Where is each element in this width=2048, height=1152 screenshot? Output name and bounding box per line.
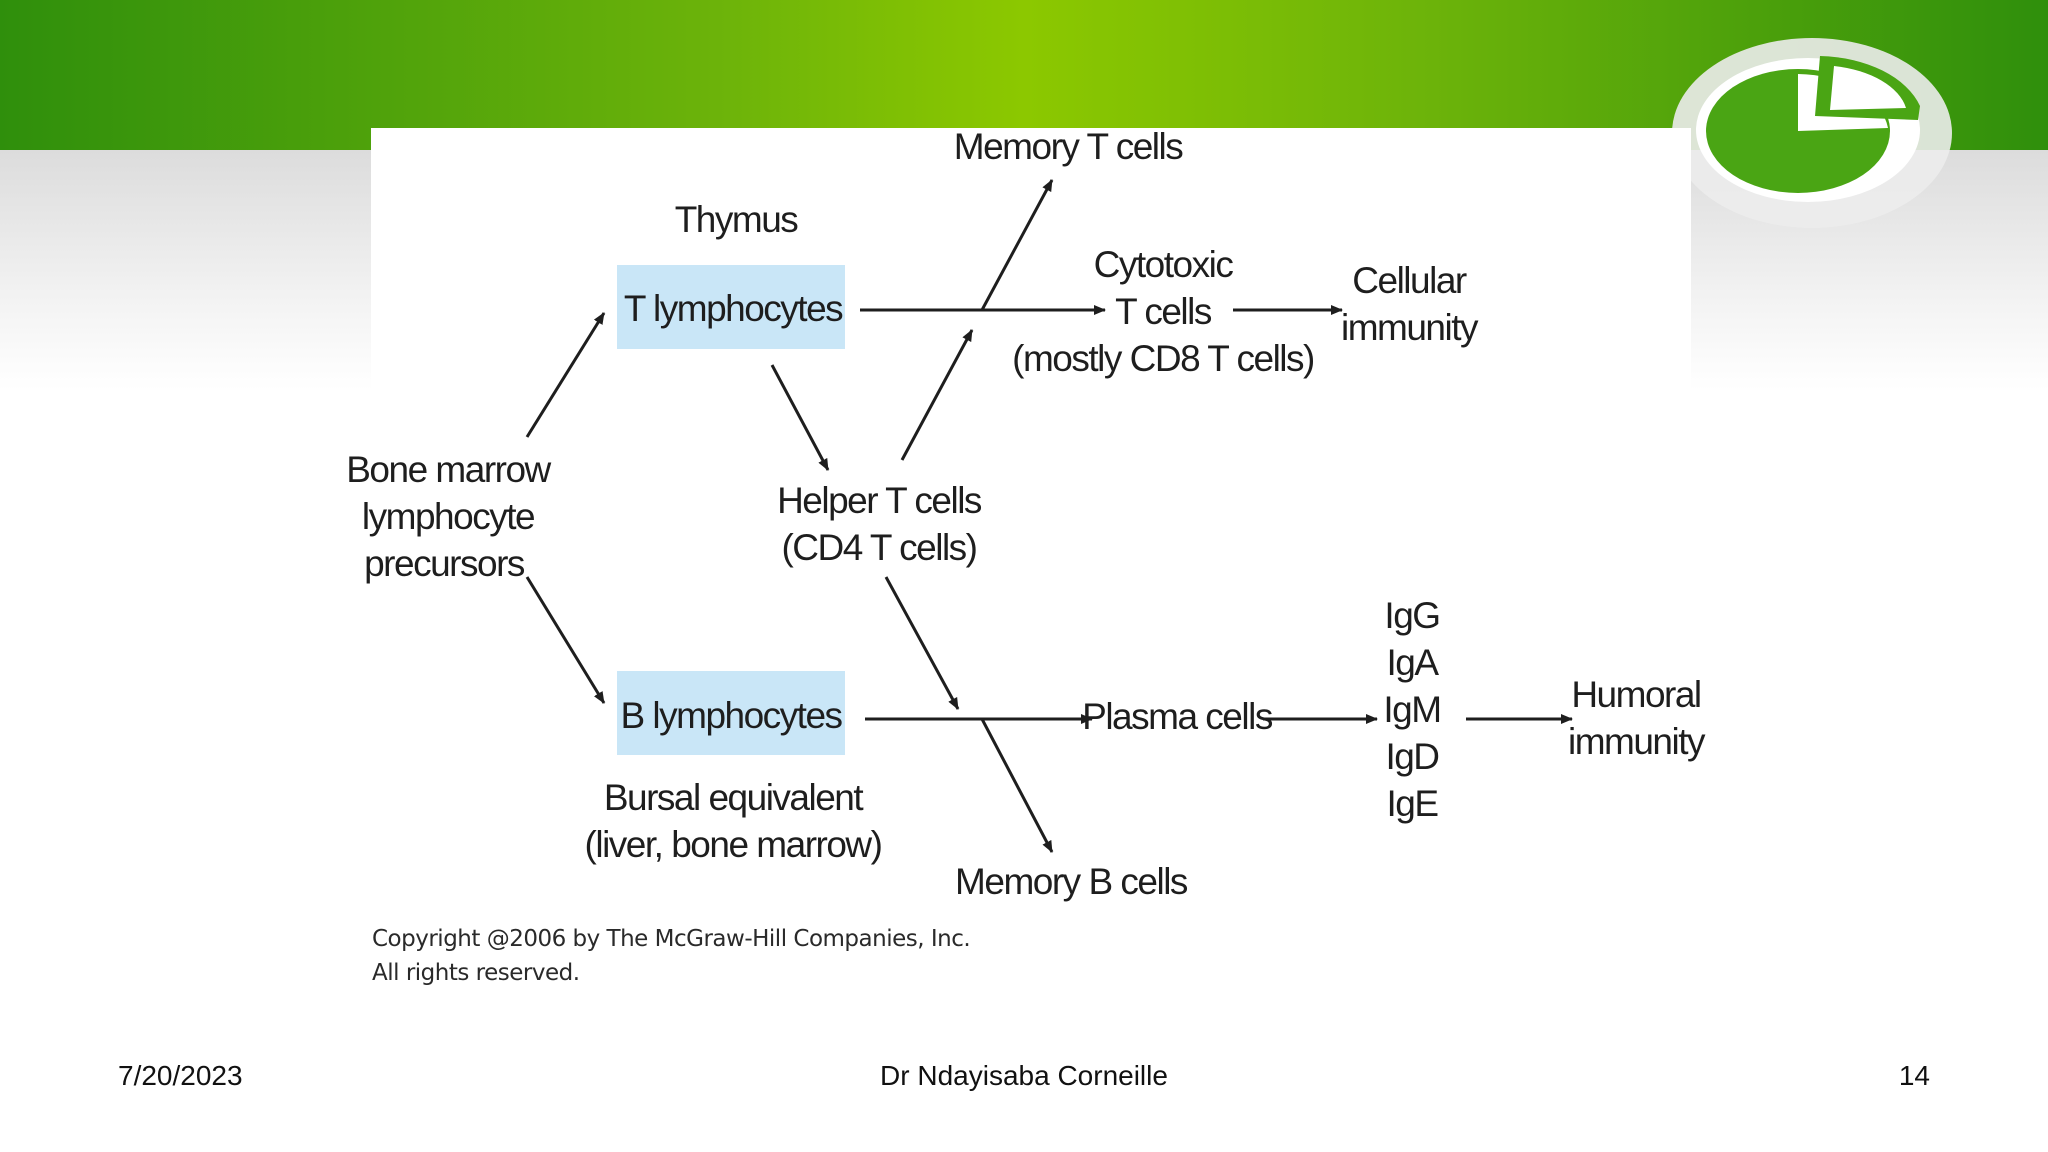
- memory-t-cells-label: Memory T cells: [954, 126, 1183, 167]
- b-lymphocytes-label: B lymphocytes: [620, 695, 842, 736]
- footer-date: 7/20/2023: [118, 1060, 243, 1091]
- arrow-helper-to-b-line: [884, 576, 960, 710]
- arrow-marrow-to-b: [525, 576, 606, 704]
- cellular-immunity-line1: Cellular: [1352, 260, 1467, 301]
- helper-t-line1: Helper T cells: [777, 480, 982, 521]
- footer-page-number: 14: [1898, 1060, 1930, 1091]
- b-lymphocytes-box: [617, 671, 845, 755]
- thymus-label: Thymus: [675, 199, 799, 240]
- presentation-logo-icon: [1672, 38, 1952, 228]
- plasma-cells-label: Plasma cells: [1082, 696, 1273, 737]
- humoral-immunity-line2: immunity: [1568, 721, 1706, 762]
- ig-label-0: IgG: [1384, 595, 1439, 636]
- cellular-immunity-line2: immunity: [1341, 307, 1479, 348]
- helper-t-line2: (CD4 T cells): [781, 527, 976, 568]
- figure-panel: [371, 128, 1691, 998]
- ig-label-3: IgD: [1385, 736, 1438, 777]
- cytotoxic-label-line2: T cells: [1115, 291, 1212, 332]
- cytotoxic-label-line3: (mostly CD8 T cells): [1012, 338, 1314, 379]
- t-lymphocytes-label: T lymphocytes: [624, 288, 843, 329]
- copyright-line2: All rights reserved.: [372, 960, 580, 986]
- bone-marrow-line2: lymphocyte: [362, 496, 534, 537]
- copyright-line1: Copyright @2006 by The McGraw-Hill Compa…: [372, 926, 971, 952]
- t-lymphocytes-box: [617, 265, 845, 349]
- ig-label-4: IgE: [1386, 783, 1438, 824]
- ig-label-1: IgA: [1386, 642, 1439, 683]
- arrow-to-memory-b: [980, 718, 1054, 853]
- bursal-line2: (liver, bone marrow): [585, 824, 882, 865]
- ig-label-2: IgM: [1383, 689, 1440, 730]
- arrow-helper-to-cytotoxic-line: [900, 329, 974, 461]
- arrow-t-to-helper: [770, 364, 830, 471]
- arrow-to-memory-t: [980, 179, 1054, 311]
- humoral-immunity-line1: Humoral: [1571, 674, 1700, 715]
- footer-author: Dr Ndayisaba Corneille: [880, 1060, 1168, 1091]
- bone-marrow-line3: precursors: [364, 543, 525, 584]
- copyright-notice: Copyright @2006 by The McGraw-Hill Compa…: [372, 922, 971, 990]
- cytotoxic-label-line1: Cytotoxic: [1094, 244, 1234, 285]
- bone-marrow-line1: Bone marrow: [346, 449, 551, 490]
- memory-b-cells-label: Memory B cells: [955, 861, 1188, 902]
- bursal-line1: Bursal equivalent: [604, 777, 865, 818]
- arrow-marrow-to-t: [525, 312, 606, 438]
